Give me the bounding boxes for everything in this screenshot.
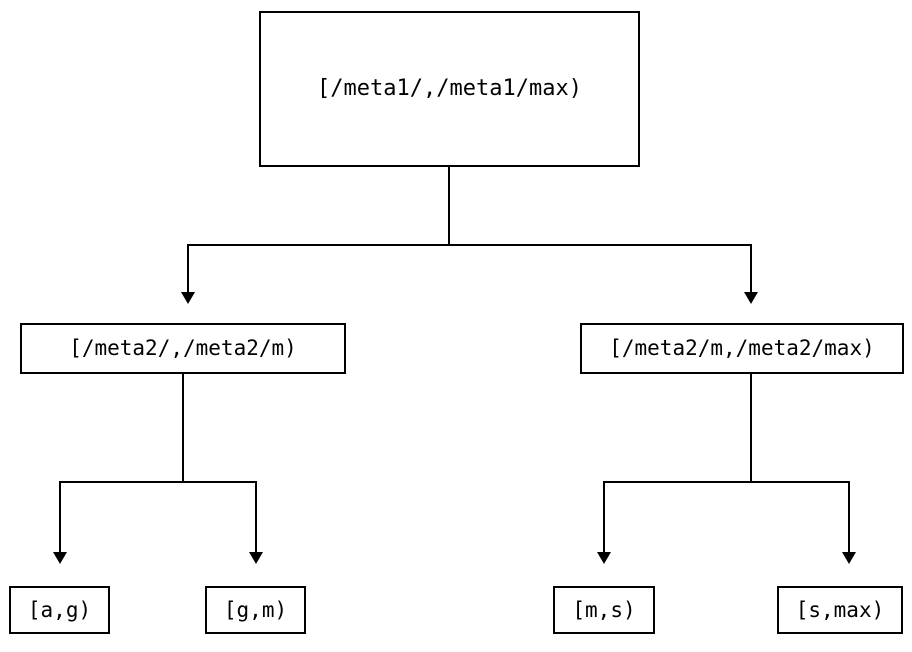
arrowhead-meta2-low-to-leaf-ag (53, 552, 67, 564)
edge-meta2-high-to-leaf-ms (603, 481, 605, 554)
edge-root-to-meta2-high (750, 244, 752, 294)
edge-root-bar (188, 244, 751, 246)
arrowhead-root-to-meta2-high (744, 292, 758, 304)
tree-node-meta2-low-label: [/meta2/,/meta2/m) (69, 336, 297, 360)
tree-leaf-m-s-label: [m,s) (572, 597, 636, 622)
edge-meta2-low-to-leaf-ag (59, 481, 61, 554)
tree-leaf-m-s[interactable]: [m,s) (553, 586, 655, 634)
edge-meta2-low-stem (182, 374, 184, 482)
arrowhead-meta2-high-to-leaf-smax (842, 552, 856, 564)
tree-leaf-a-g-label: [a,g) (27, 597, 92, 622)
tree-node-root[interactable]: [/meta1/,/meta1/max) (259, 11, 640, 167)
tree-node-meta2-high-label: [/meta2/m,/meta2/max) (609, 336, 875, 360)
arrowhead-meta2-low-to-leaf-gm (249, 552, 263, 564)
tree-node-root-label: [/meta1/,/meta1/max) (317, 76, 582, 101)
edge-meta2-high-to-leaf-smax (848, 481, 850, 554)
tree-leaf-a-g[interactable]: [a,g) (9, 586, 110, 634)
edge-meta2-high-bar (604, 481, 850, 483)
arrowhead-meta2-high-to-leaf-ms (597, 552, 611, 564)
tree-node-meta2-high[interactable]: [/meta2/m,/meta2/max) (580, 323, 904, 374)
tree-leaf-g-m[interactable]: [g,m) (205, 586, 306, 634)
edge-meta2-high-stem (750, 374, 752, 482)
edge-meta2-low-to-leaf-gm (255, 481, 257, 554)
tree-leaf-g-m-label: [g,m) (223, 597, 288, 622)
edge-root-stem (448, 167, 450, 245)
edge-root-to-meta2-low (187, 244, 189, 294)
tree-leaf-s-max-label: [s,max) (795, 597, 885, 622)
tree-node-meta2-low[interactable]: [/meta2/,/meta2/m) (20, 323, 346, 374)
edge-meta2-low-bar (60, 481, 256, 483)
tree-leaf-s-max[interactable]: [s,max) (777, 586, 903, 634)
arrowhead-root-to-meta2-low (181, 292, 195, 304)
